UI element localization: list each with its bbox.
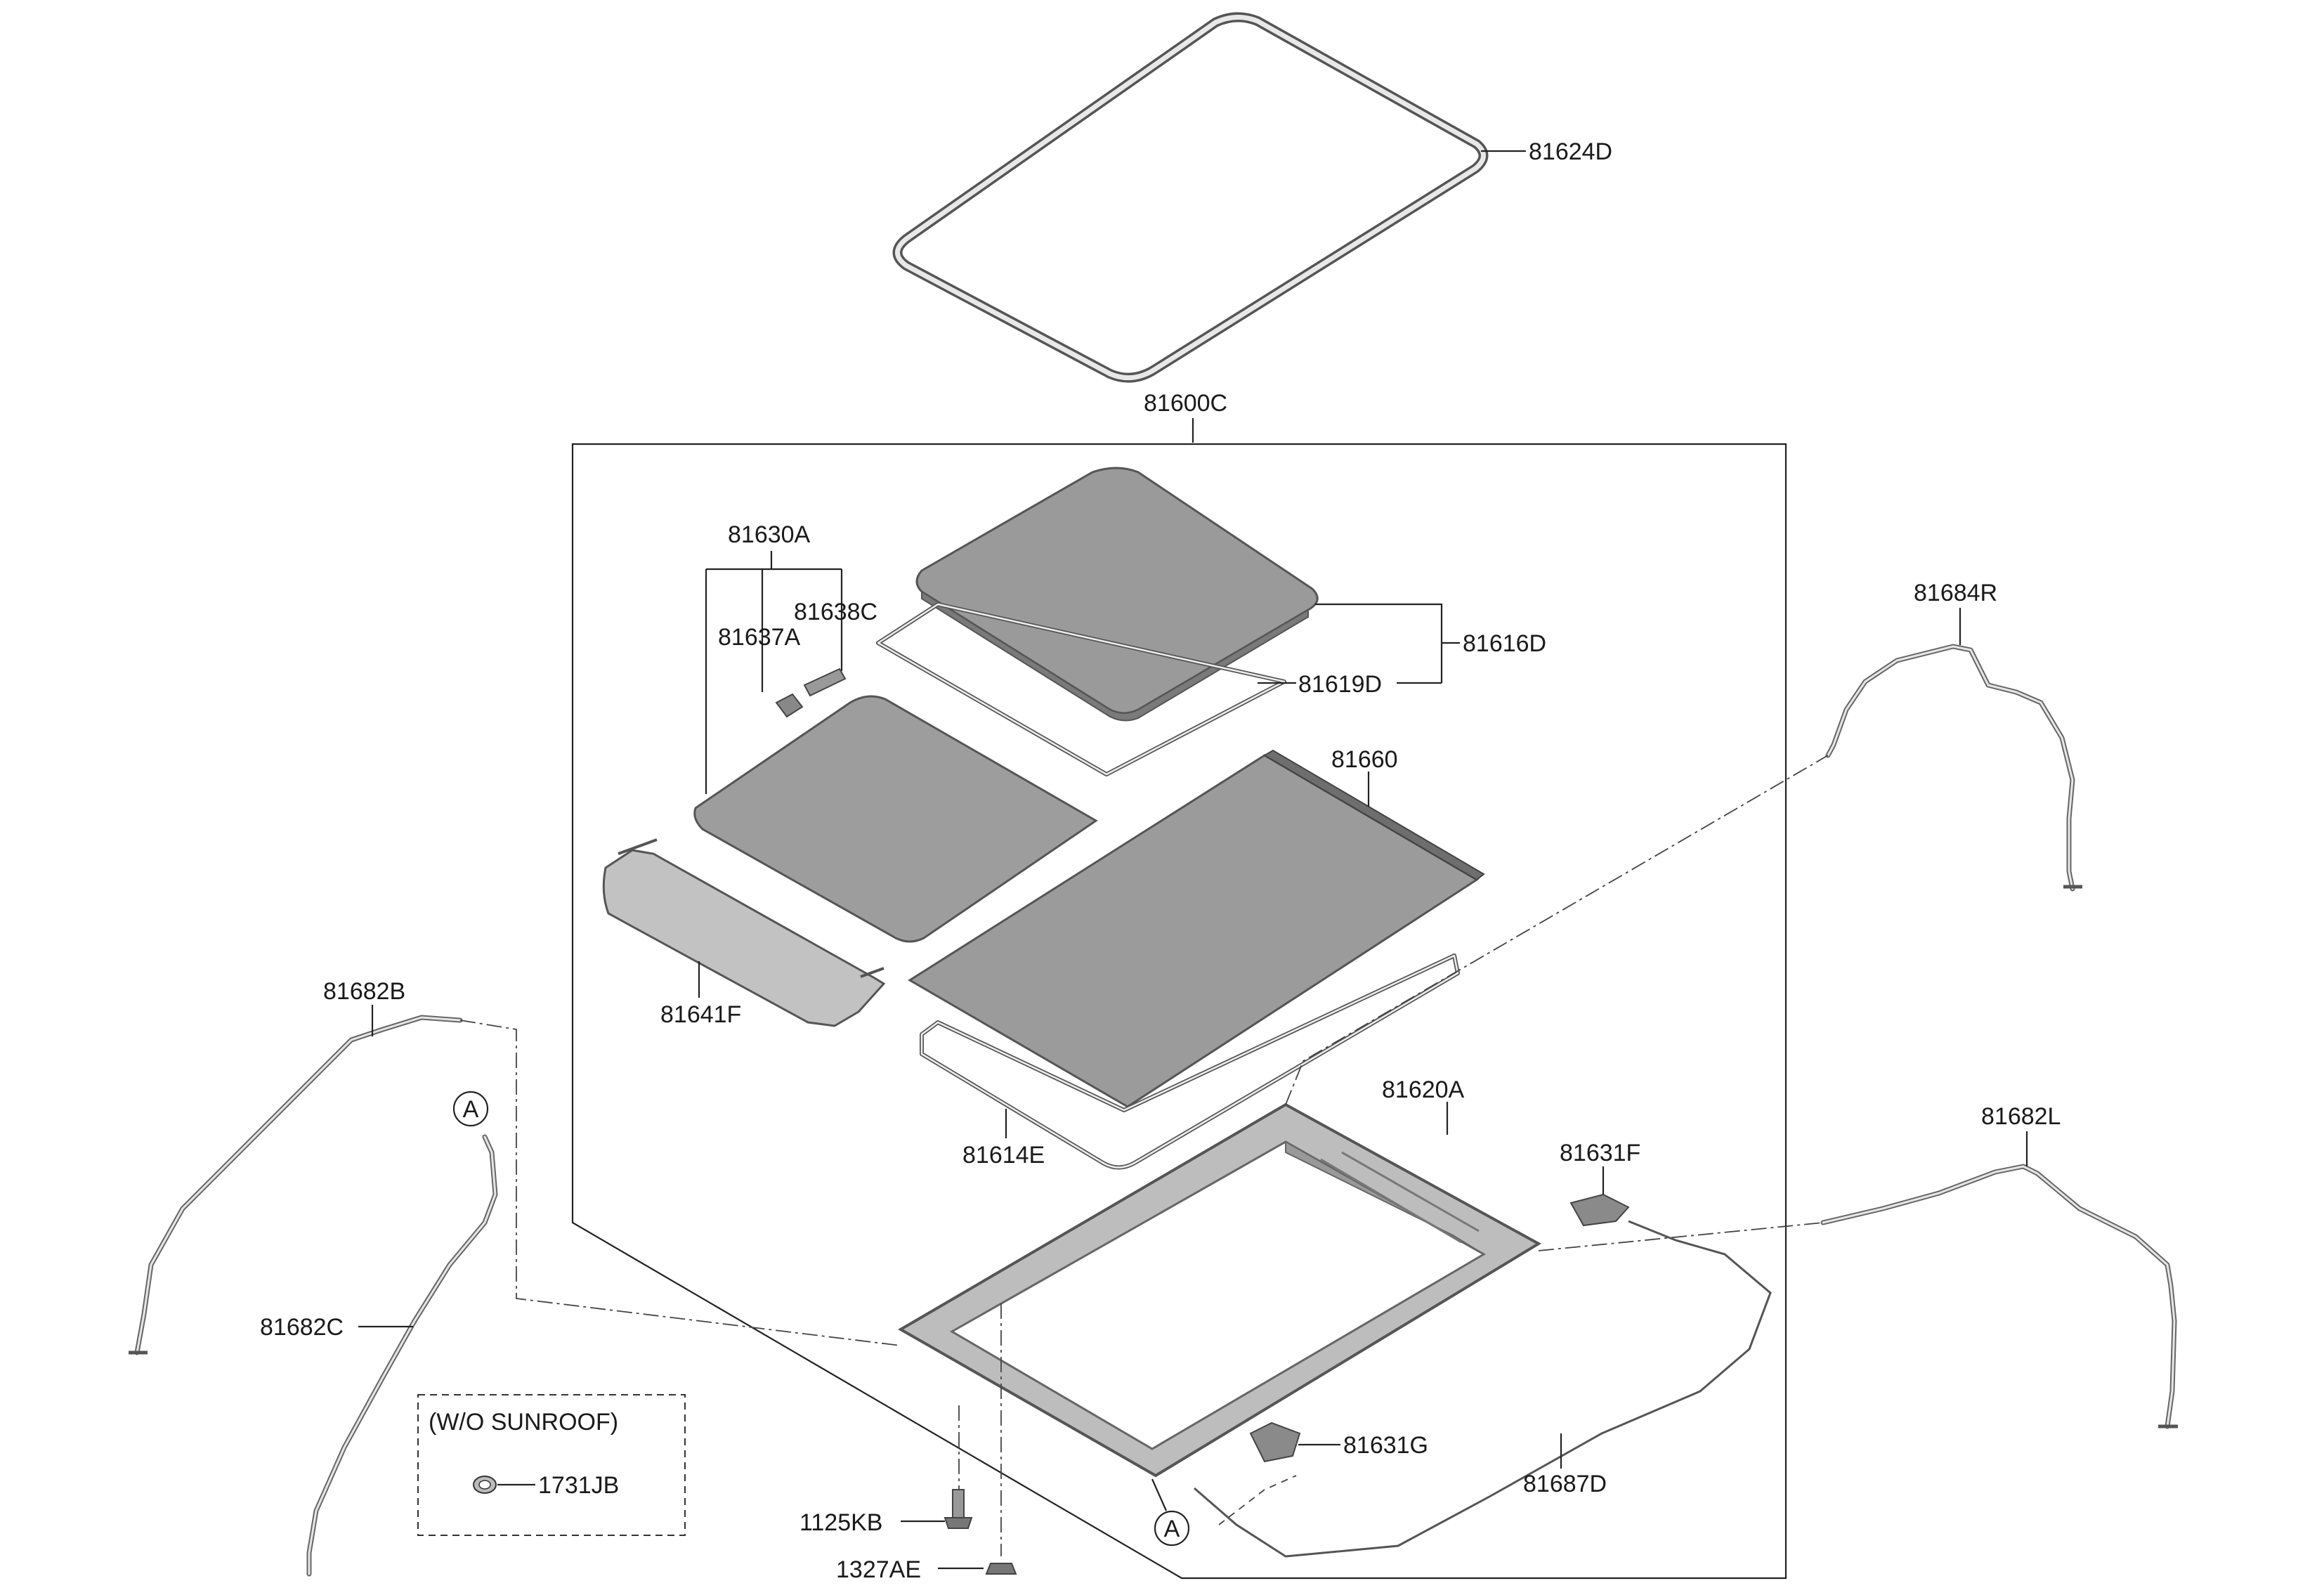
plug-1731JB	[473, 1476, 497, 1494]
drain-hose-81682C	[306, 1134, 498, 1577]
weatherstrip-81624D	[892, 12, 1489, 383]
label-81631F: 81631F	[1560, 1140, 1640, 1166]
drain-hose-81684R	[1825, 644, 2082, 892]
bolt-1125KB	[944, 1489, 973, 1529]
harness-81687D	[1194, 1220, 1772, 1558]
drain-hose-81682L	[1820, 1164, 2178, 1429]
label-1731JB: 1731JB	[538, 1472, 619, 1499]
ref-circle-a-left: A	[452, 1091, 489, 1127]
seal-81619D	[876, 602, 1286, 776]
nut-1327AE	[985, 1563, 1017, 1575]
label-81620A: 81620A	[1382, 1076, 1465, 1103]
label-81630A: 81630A	[728, 521, 811, 548]
seal-81614E	[920, 954, 1460, 1170]
sunshade-81660	[908, 749, 1485, 1108]
motor-81631F	[1569, 1193, 1630, 1227]
bracket-81638C	[803, 668, 847, 697]
clip-81637A	[775, 693, 804, 718]
wo-sunroof-box	[417, 1394, 686, 1536]
leader-ref-a-bottom	[1151, 1478, 1168, 1511]
label-81600C: 81600C	[1144, 390, 1227, 417]
label-81638C: 81638C	[794, 599, 877, 625]
ref-a-left-text: A	[463, 1096, 479, 1123]
label-81682C: 81682C	[260, 1314, 344, 1341]
label-81660: 81660	[1331, 746, 1398, 773]
front-glass-81616D	[915, 467, 1319, 722]
label-81641F: 81641F	[660, 1001, 741, 1028]
ref-a-bottom-text: A	[1164, 1516, 1180, 1542]
wo-sunroof-title: (W/O SUNROOF)	[429, 1409, 618, 1436]
label-81687D: 81687D	[1523, 1471, 1607, 1497]
leader-81630A	[705, 551, 843, 794]
label-81624D: 81624D	[1529, 138, 1612, 165]
rear-glass	[693, 695, 1098, 943]
label-81637A: 81637A	[718, 624, 801, 651]
label-1327AE: 1327AE	[836, 1556, 921, 1583]
label-81631G: 81631G	[1343, 1432, 1428, 1459]
frame-81620A	[898, 1102, 1541, 1478]
assembly-box-81600C	[571, 443, 1787, 1580]
connector-81682L	[1538, 1222, 1824, 1251]
label-81682B: 81682B	[323, 978, 405, 1005]
deflector-81641F	[602, 838, 886, 1027]
drain-hose-81682B	[129, 1015, 463, 1355]
label-1125KB: 1125KB	[799, 1509, 882, 1536]
label-81619D: 81619D	[1298, 671, 1382, 698]
label-81684R: 81684R	[1914, 580, 1997, 606]
connector-81682B	[459, 1020, 901, 1346]
ref-circle-a-bottom: A	[1154, 1510, 1190, 1547]
leader-81616D	[1315, 603, 1460, 683]
label-81616D: 81616D	[1463, 630, 1546, 657]
label-81614E: 81614E	[962, 1142, 1045, 1169]
connector-81684R	[1285, 755, 1829, 1105]
label-81682L: 81682L	[1981, 1103, 2061, 1130]
motor-81631G	[1249, 1421, 1301, 1463]
